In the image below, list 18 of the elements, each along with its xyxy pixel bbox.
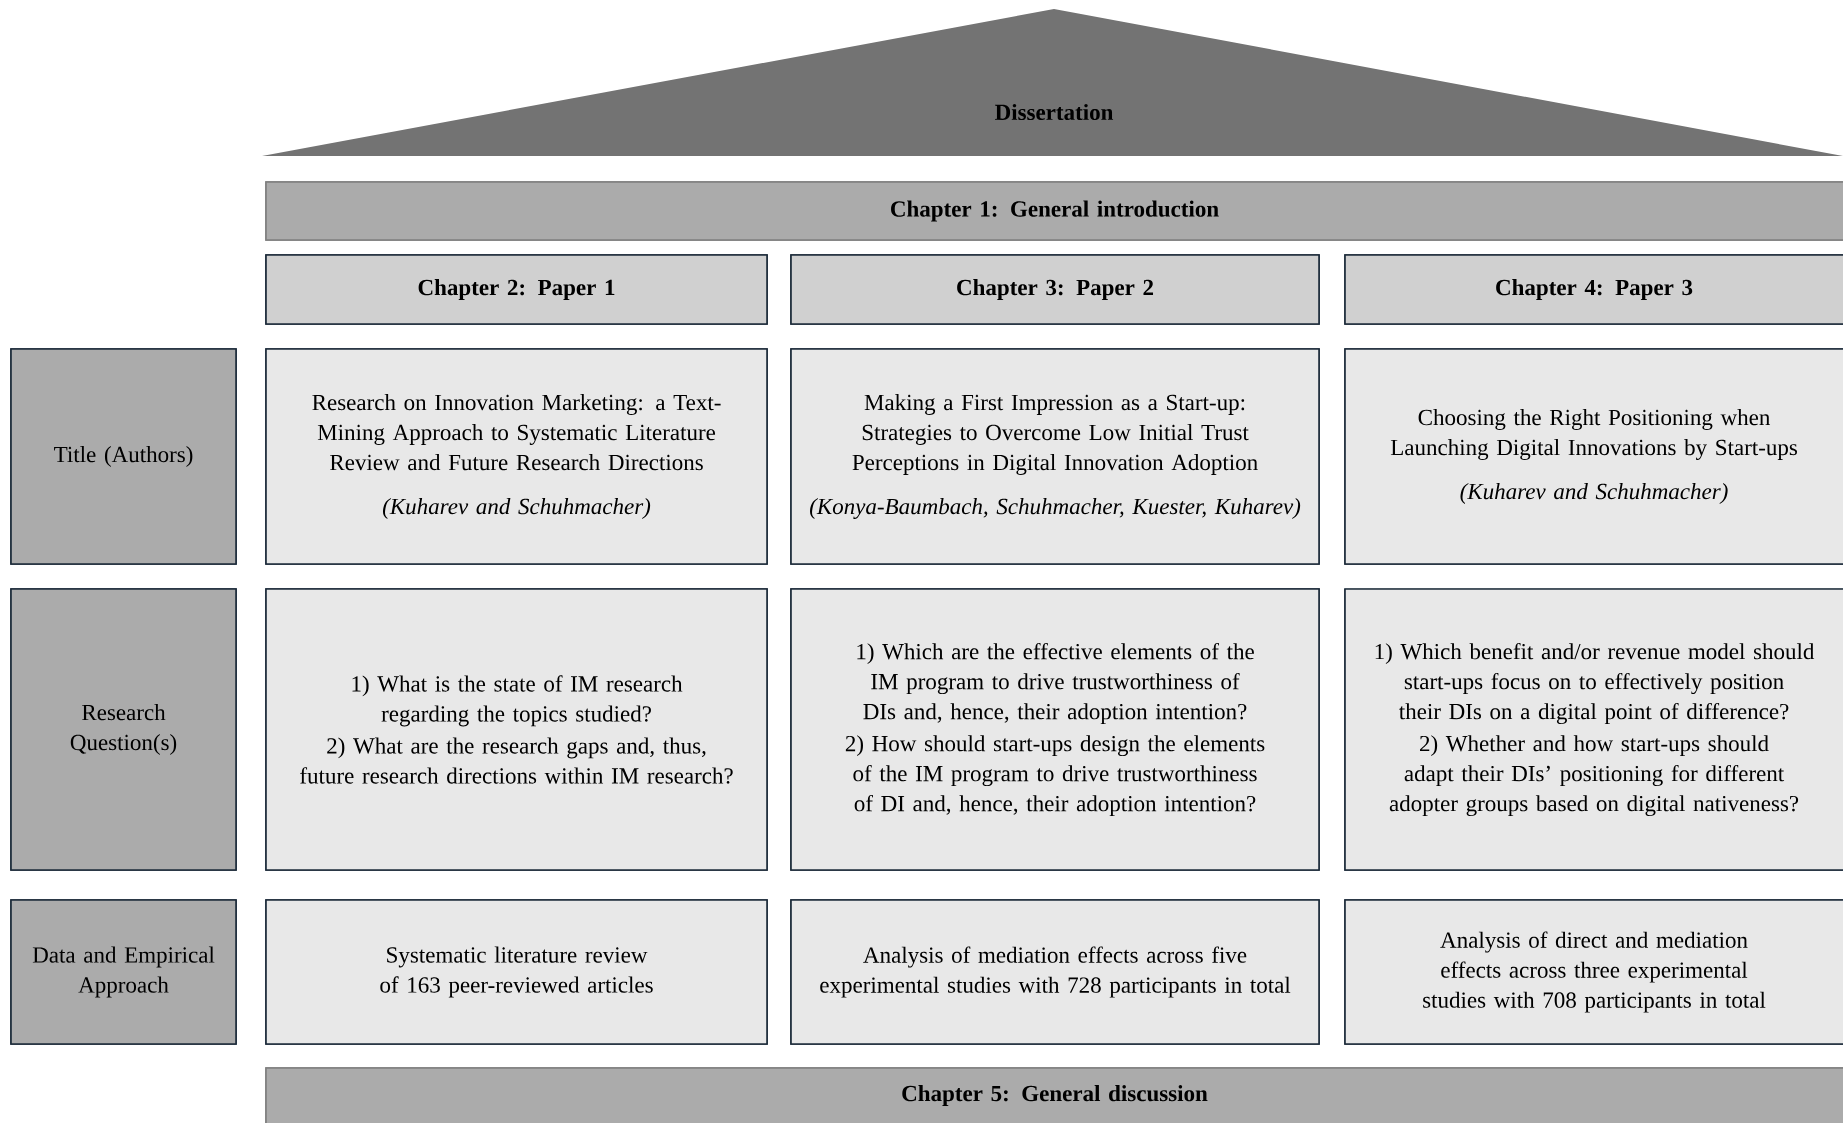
chapter-header: Chapter 4: Paper 3 — [1344, 254, 1843, 325]
row-label-box: Data and Empirical Approach — [10, 899, 237, 1045]
roof-triangle: Dissertation — [262, 9, 1843, 156]
content-box: Analysis of direct and mediation effects across three experimental studies with 708 participants in total — [1344, 899, 1843, 1045]
row-label-box: Title (Authors) — [10, 348, 237, 565]
chapter-header: Chapter 2: Paper 1 — [265, 254, 768, 325]
content-box: Research on Innovation Marketing: a Text-Mining Approach to Systematic Literature Review and Future Research Directions (Kuharev and Schuhmacher) — [265, 348, 768, 565]
content-box: Systematic literature review of 163 peer-reviewed articles — [265, 899, 768, 1045]
content-box: Choosing the Right Positioning when Launching Digital Innovations by Start-ups (Kuharev and Schuhmacher) — [1344, 348, 1843, 565]
chapter-bar: Chapter 1: General introduction — [265, 181, 1843, 241]
chapter-header: Chapter 3: Paper 2 — [790, 254, 1320, 325]
content-box: Making a First Impression as a Start-up: Strategies to Overcome Low Initial Trust Perceptions in Digital Innovation Adoption (Konya-Baumbach, Schuhmacher, Kuester, Kuharev) — [790, 348, 1320, 565]
content-box: 1) Which benefit and/or revenue model should start-ups focus on to effectively position their DIs on a digital point of difference? 2) Whether and how start-ups should adapt their DIs’ positioning for different adopter groups based on digital nativeness? — [1344, 588, 1843, 871]
content-box: Analysis of mediation effects across five experimental studies with 728 participants in total — [790, 899, 1320, 1045]
chapter-bar: Chapter 5: General discussion — [265, 1067, 1843, 1123]
content-box: 1) What is the state of IM research regarding the topics studied? 2) What are the research gaps and, thus, future research directions within IM research? — [265, 588, 768, 871]
row-label-box: Research Question(s) — [10, 588, 237, 871]
content-box: 1) Which are the effective elements of the IM program to drive trustworthiness of DIs and, hence, their adoption intention? 2) How should start-ups design the elements of the IM program to drive trustworthiness of DI and, hence, their adoption intention? — [790, 588, 1320, 871]
